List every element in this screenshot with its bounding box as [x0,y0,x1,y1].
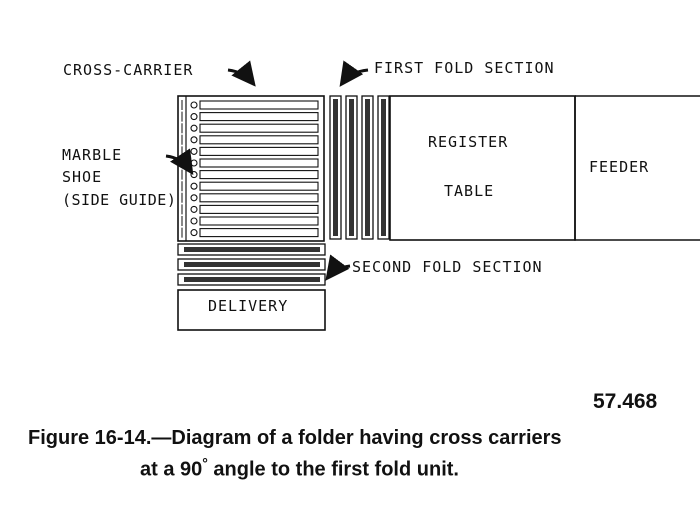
second-fold-unit [177,243,326,286]
marble-shoe-ball [190,205,198,213]
first-fold-roller [329,95,342,240]
figure-caption-line1: Figure 16-14.—Diagram of a folder having… [28,427,562,449]
figure-number: 57.468 [593,390,658,413]
cross-carrier-row [199,135,319,145]
cross-carrier-row [199,112,319,122]
cross-carrier-row [199,204,319,214]
second-fold-roller [177,243,326,256]
second-fold-section-label: SECOND FOLD SECTION [352,258,543,276]
first-fold-roller-core [349,99,354,236]
marble-shoe-ball [190,194,198,202]
marble-shoe-ball [190,159,198,167]
marble-shoe-ball [190,182,198,190]
cross-carrier-row [199,100,319,110]
first-fold-section-label: FIRST FOLD SECTION [374,59,555,77]
figure-caption-line2: at a 90° angle to the first fold unit. [140,455,459,482]
delivery-label: DELIVERY [208,297,289,315]
cross-carrier-row [199,181,319,191]
marble-shoe-ball [190,113,198,121]
first-fold-arrow [339,60,369,87]
register-label: REGISTER [428,133,509,151]
marble-shoe-ball [190,124,198,132]
marble-shoe-ball [190,171,198,179]
first-fold-unit [329,95,390,240]
marble-shoe-ball [190,147,198,155]
degree-symbol: ° [202,455,208,471]
cross-carrier-row [199,146,319,156]
cross-carrier-row [199,123,319,133]
second-fold-arrow [325,254,351,281]
register-table-box [389,95,576,241]
table-label: TABLE [444,182,495,200]
cross-carrier-arrow [227,60,256,87]
marble-shoe-label-line1: MARBLE [62,146,123,164]
feeder-box [574,95,700,241]
caption-line2-start: at a 90 [140,458,203,481]
cross-carrier-row [199,158,319,168]
first-fold-roller-core [365,99,370,236]
cross-carrier-row [199,216,319,226]
first-fold-roller [345,95,358,240]
marble-shoe-arrow [165,148,194,175]
cross-carrier-row [199,228,319,238]
second-fold-roller-core [184,262,320,267]
marble-shoe-ball [190,217,198,225]
second-fold-roller [177,258,326,271]
marble-shoe-ball [190,229,198,237]
first-fold-roller [377,95,390,240]
first-fold-roller-core [333,99,338,236]
first-fold-roller [361,95,374,240]
cross-carrier-label: CROSS-CARRIER [63,61,194,79]
first-fold-roller-core [381,99,386,236]
marble-shoe-label-line2: SHOE [62,168,103,186]
cross-carrier-row [199,170,319,180]
feeder-label: FEEDER [589,158,650,176]
marble-shoe-ball [190,101,198,109]
second-fold-roller [177,273,326,286]
cross-carrier-unit [177,95,325,242]
second-fold-roller-core [184,277,320,282]
cross-carrier-rows [181,100,319,238]
delivery-box [177,289,326,331]
second-fold-roller-core [184,247,320,252]
marble-shoe-ball [190,136,198,144]
marble-shoe-label-line3: (SIDE GUIDE) [62,191,177,209]
caption-line2-end: angle to the first fold unit. [207,458,459,481]
cross-carrier-row [199,193,319,203]
